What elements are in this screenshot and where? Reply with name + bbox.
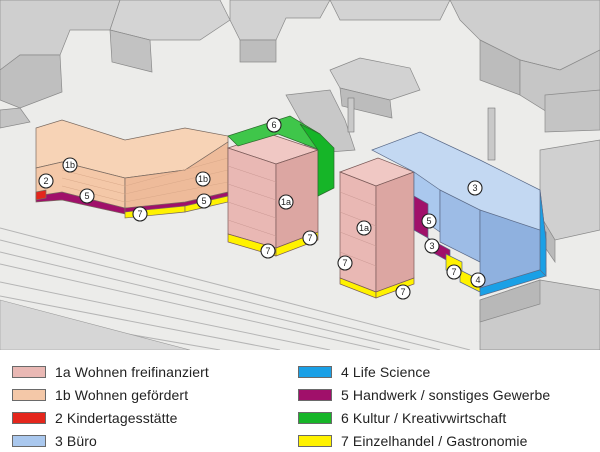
marker-label: 5 [84, 191, 89, 201]
legend-swatch [12, 434, 46, 447]
building-kultur [227, 115, 335, 197]
legend-label: 4 Life Science [341, 363, 431, 380]
marker-label: 7 [451, 267, 456, 277]
marker-label: 7 [342, 258, 347, 268]
legend-column-left: 1a Wohnen freifinanziert 1b Wohnen geför… [12, 360, 209, 452]
legend-label: 7 Einzelhandel / Gastronomie [341, 432, 528, 449]
marker-3-a: 3 [467, 180, 483, 196]
marker-7-e: 7 [395, 284, 411, 300]
legend-item-5: 5 Handwerk / sonstiges Gewerbe [298, 383, 550, 406]
legend-swatch [298, 388, 332, 401]
legend-column-right: 4 Life Science 5 Handwerk / sonstiges Ge… [298, 360, 550, 452]
railway-tracks [0, 227, 471, 350]
legend-item-1b: 1b Wohnen gefördert [12, 383, 209, 406]
platform [0, 299, 191, 350]
marker-3-b: 3 [424, 238, 440, 254]
chimneys [347, 97, 496, 161]
marker-2: 2 [38, 173, 54, 189]
marker-label: 7 [137, 209, 142, 219]
marker-label: 5 [426, 216, 431, 226]
marker-label: 7 [265, 246, 270, 256]
marker-5-b: 5 [196, 193, 212, 209]
building-wohnen-frei-tower-2 [339, 157, 415, 299]
site-axonometric-map: 1b 1b 2 5 5 7 6 1a 7 7 1a 7 7 3 5 3 7 4 [0, 0, 600, 350]
marker-label: 6 [271, 120, 276, 130]
legend-swatch [298, 434, 332, 447]
legend-swatch [12, 411, 46, 424]
marker-label: 5 [201, 196, 206, 206]
legend-item-7: 7 Einzelhandel / Gastronomie [298, 429, 550, 452]
legend-label: 2 Kindertagesstätte [55, 409, 178, 426]
marker-5-c: 5 [421, 213, 437, 229]
marker-label: 1a [359, 223, 369, 233]
marker-6: 6 [266, 117, 282, 133]
legend-item-4: 4 Life Science [298, 360, 550, 383]
marker-label: 7 [400, 287, 405, 297]
marker-7-b: 7 [260, 243, 276, 259]
marker-label: 1b [65, 160, 75, 170]
marker-7-d: 7 [337, 255, 353, 271]
legend-label: 3 Büro [55, 432, 97, 449]
legend-item-3: 3 Büro [12, 429, 209, 452]
marker-7-a: 7 [132, 206, 148, 222]
legend-item-2: 2 Kindertagesstätte [12, 406, 209, 429]
marker-label: 7 [307, 233, 312, 243]
legend-label: 5 Handwerk / sonstiges Gewerbe [341, 386, 551, 403]
legend-label: 6 Kultur / Kreativwirtschaft [341, 409, 507, 426]
marker-label: 1b [198, 174, 208, 184]
marker-1a-a: 1a [278, 194, 294, 210]
legend-swatch [298, 411, 332, 424]
marker-1b-b: 1b [195, 171, 211, 187]
marker-5-a: 5 [79, 188, 95, 204]
marker-1b-a: 1b [62, 157, 78, 173]
marker-7-f: 7 [446, 264, 462, 280]
legend-swatch [12, 388, 46, 401]
marker-1a-b: 1a [356, 220, 372, 236]
marker-label: 4 [475, 275, 480, 285]
legend-label: 1b Wohnen gefördert [55, 386, 189, 403]
marker-label: 1a [281, 197, 291, 207]
legend-label: 1a Wohnen freifinanziert [55, 363, 209, 380]
legend: 1a Wohnen freifinanziert 1b Wohnen geför… [0, 352, 600, 450]
legend-swatch [12, 365, 46, 378]
marker-7-c: 7 [302, 230, 318, 246]
context-buildings [0, 0, 600, 350]
legend-item-6: 6 Kultur / Kreativwirtschaft [298, 406, 550, 429]
building-buero [371, 131, 547, 297]
marker-label: 3 [472, 183, 477, 193]
marker-label: 2 [43, 176, 48, 186]
legend-swatch [298, 365, 332, 378]
marker-label: 3 [429, 241, 434, 251]
legend-item-1a: 1a Wohnen freifinanziert [12, 360, 209, 383]
marker-4: 4 [470, 272, 486, 288]
